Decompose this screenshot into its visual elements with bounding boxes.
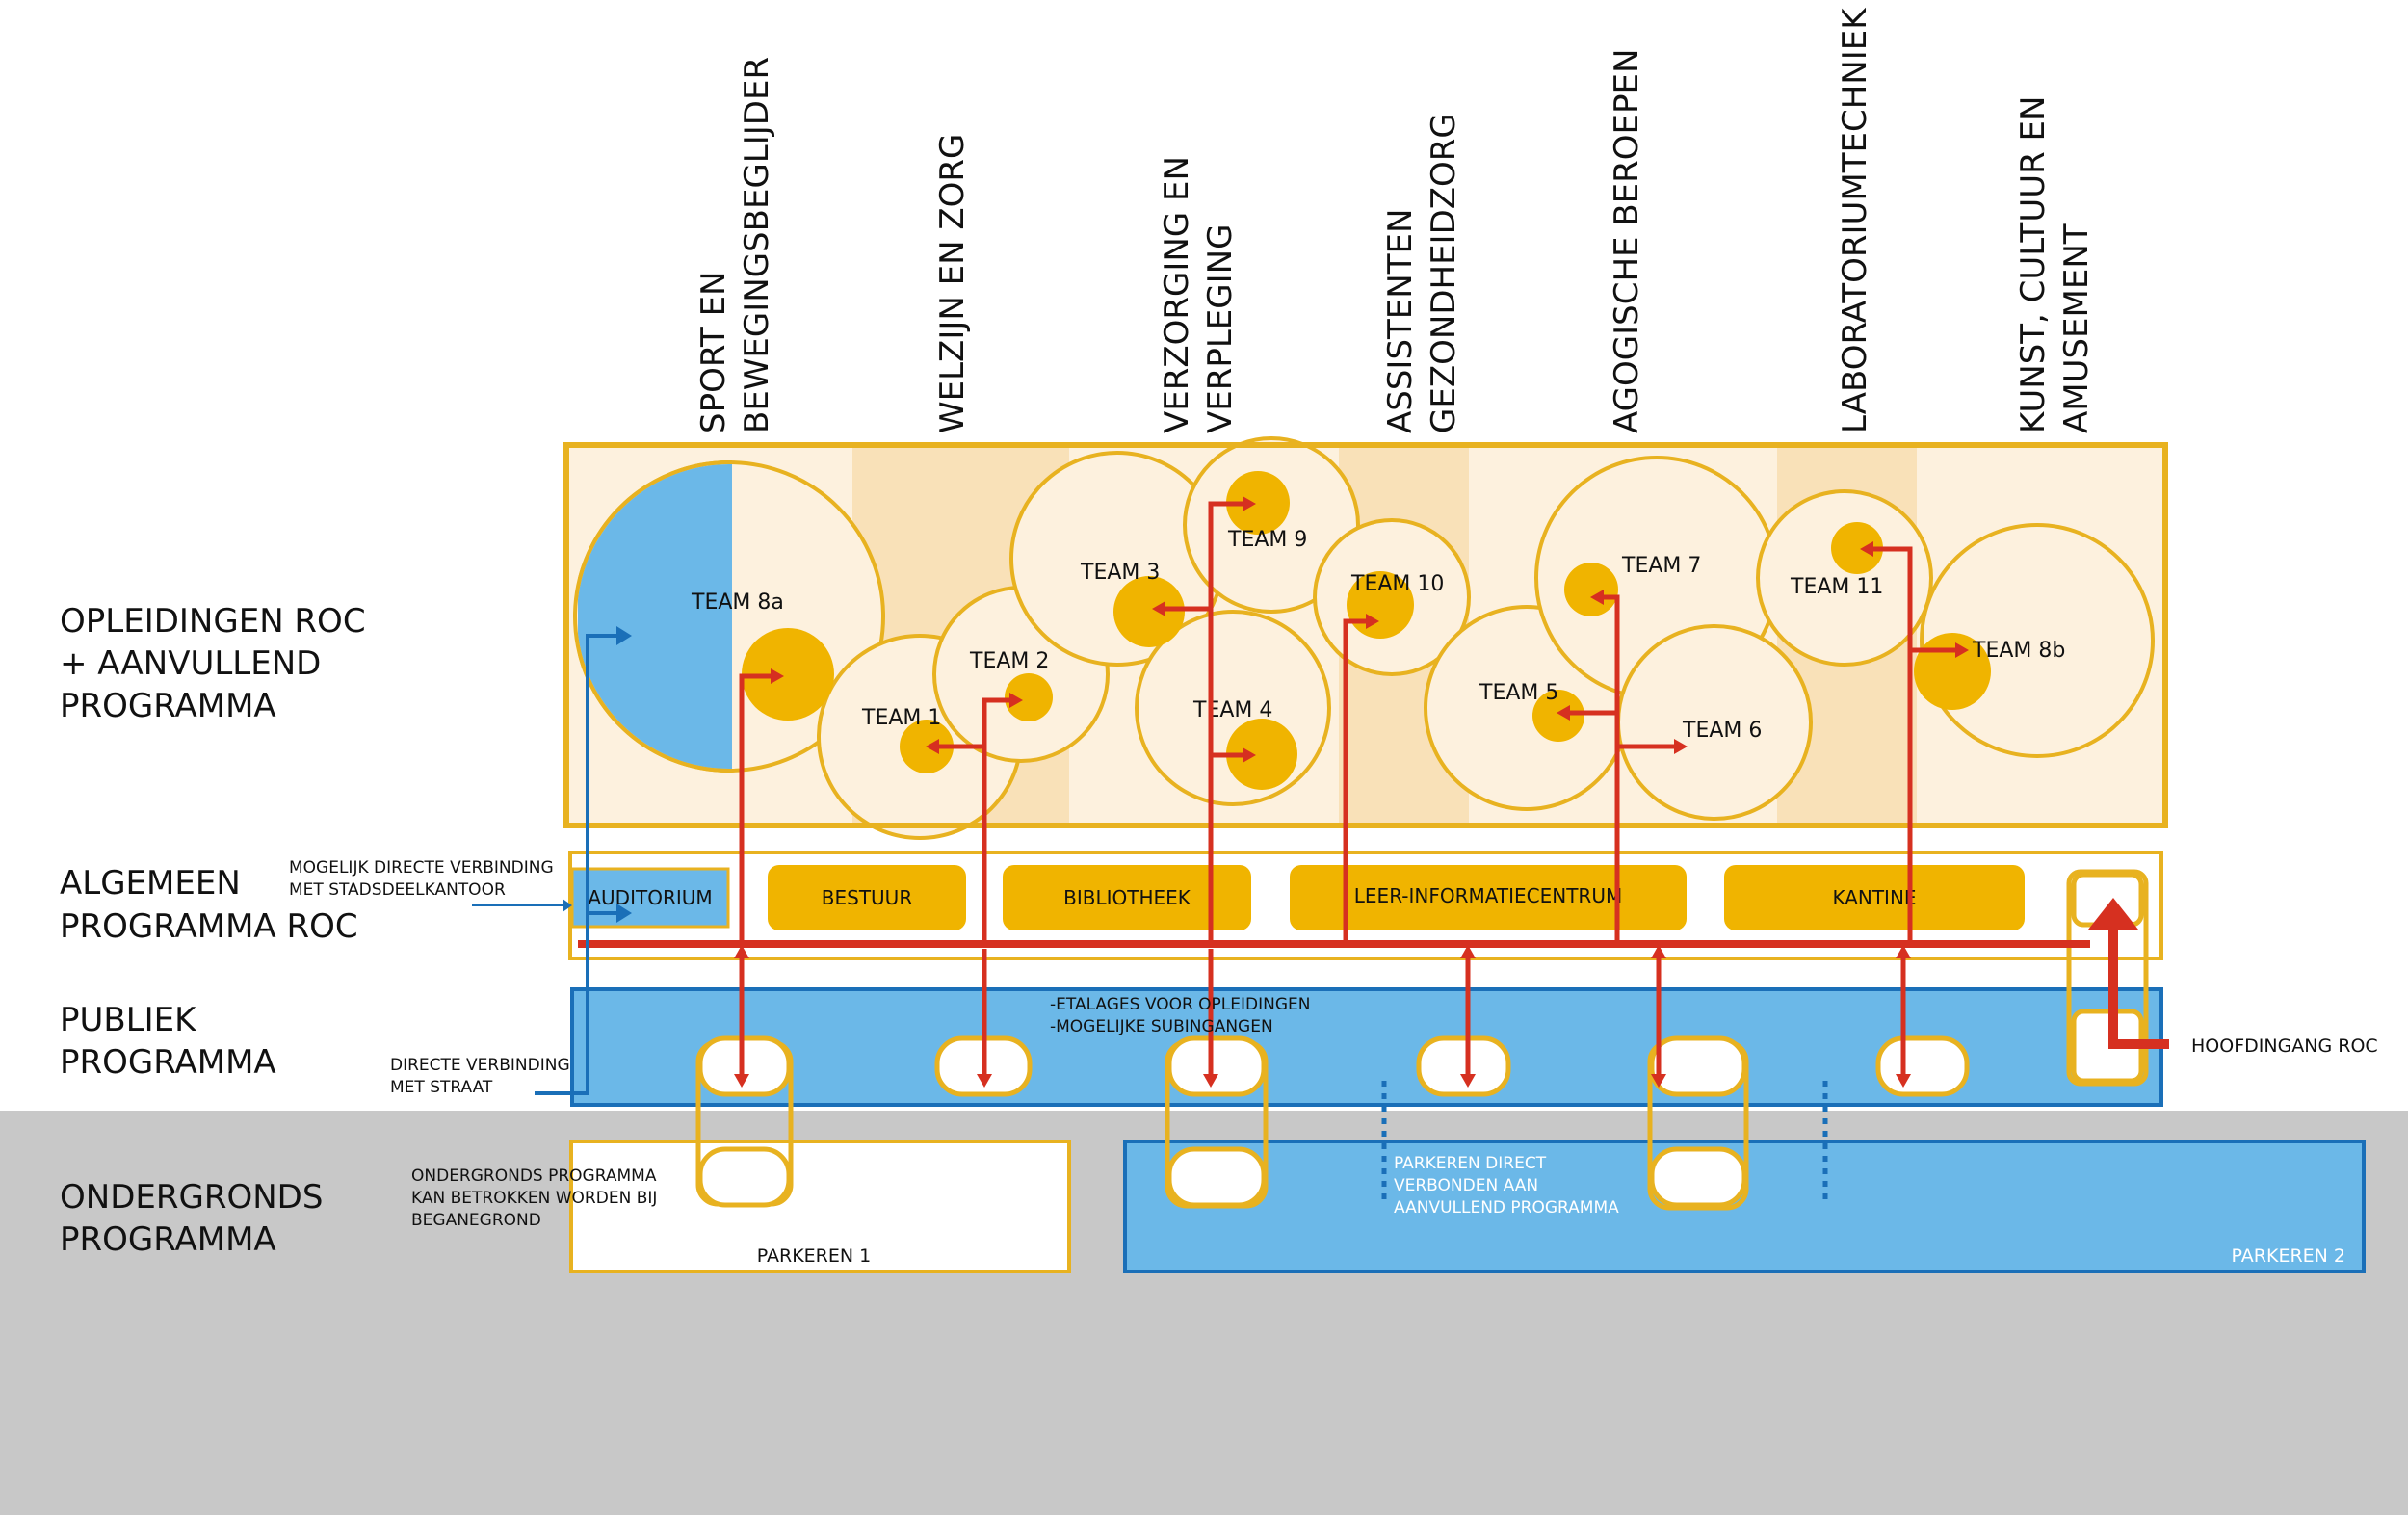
bestuur-label: BESTUUR	[822, 886, 913, 909]
team-labels: TEAM 8a TEAM 1 TEAM 2 TEAM 3 TEAM 4 TEAM…	[691, 528, 2065, 743]
dot-team-11	[1831, 522, 1883, 574]
team-label-5: TEAM 5	[1479, 681, 1558, 705]
pod-1-lower	[697, 1146, 792, 1208]
pod-5-lower	[1649, 1146, 1747, 1208]
team-label-3: TEAM 3	[1080, 561, 1160, 585]
row-label-opleidingen-2: + AANVULLEND	[60, 644, 321, 683]
kantine-box	[1724, 865, 2025, 930]
column-label-welzijn: WELZIJN EN ZORG	[933, 134, 972, 433]
column-label-sport-2: BEWEGINGSBEGLIJDER	[738, 57, 776, 433]
bubble-team-11	[1756, 489, 1933, 667]
team-label-2: TEAM 2	[969, 649, 1049, 673]
team-label-10: TEAM 10	[1350, 572, 1444, 596]
pod-4	[1416, 1035, 1511, 1097]
note-parkeren-direct-2: VERBONDEN AAN	[1394, 1176, 1538, 1195]
note-ondergronds-1: ONDERGRONDS PROGRAMMA	[411, 1166, 657, 1186]
row-label-opleidingen-3: PROGRAMMA	[60, 687, 276, 725]
row-label-opleidingen-1: OPLEIDINGEN ROC	[60, 602, 366, 641]
row-labels: OPLEIDINGEN ROC + AANVULLEND PROGRAMMA A…	[60, 602, 366, 1259]
parkeren-1-box	[569, 1140, 1071, 1273]
column-label-agogische: AGOGISCHE BEROEPEN	[1608, 49, 1646, 433]
team-label-4: TEAM 4	[1192, 698, 1272, 722]
dot-team-4	[1226, 719, 1297, 790]
note-ondergronds-3: BEGANEGROND	[411, 1211, 541, 1230]
pod-1	[697, 1035, 792, 1097]
blue-connections	[472, 634, 616, 1095]
dot-team-2	[1005, 673, 1053, 721]
note-stadsdeel-1: MOGELIJK DIRECTE VERBINDING	[289, 858, 554, 878]
column-label-kunst-2: AMUSEMENT	[2057, 223, 2096, 433]
row-label-publiek-1: PUBLIEK	[60, 1001, 197, 1039]
row-label-algemeen-1: ALGEMEEN	[60, 864, 241, 903]
leer-informatiecentrum-box	[1290, 865, 1687, 930]
row-label-ondergronds-1: ONDERGRONDS	[60, 1178, 323, 1217]
leer-informatiecentrum-label: LEER-INFORMATIECENTRUM	[1354, 884, 1622, 907]
parkeren-2-label: PARKEREN 2	[2232, 1245, 2345, 1267]
column-label-verzorging-2: VERPLEGING	[1201, 224, 1240, 433]
column-label-laboratorium: LABORATORIUMTECHNIEK	[1836, 7, 1874, 433]
dot-team-7	[1564, 563, 1618, 616]
parkeren-1-label: PARKEREN 1	[757, 1245, 871, 1267]
core-frame-4	[2066, 869, 2149, 1087]
team-label-11: TEAM 11	[1790, 575, 1883, 599]
note-parkeren-direct-3: AANVULLEND PROGRAMMA	[1394, 1198, 1619, 1218]
team-label-8b: TEAM 8b	[1972, 639, 2065, 663]
bubble-team-8a-blue-half	[578, 464, 732, 769]
bibliotheek-label: BIBLIOTHEEK	[1063, 886, 1191, 909]
note-ondergronds-2: KAN BETROKKEN WORDEN BIJ	[411, 1189, 657, 1208]
row-label-algemeen-2: PROGRAMMA ROC	[60, 907, 358, 946]
red-circulation	[578, 501, 2169, 1084]
pod-5	[1649, 1035, 1747, 1097]
hoofdingang-route	[2108, 920, 2169, 1049]
red-arrowheads	[734, 496, 2138, 1088]
team-dots	[742, 471, 1991, 790]
team-label-7: TEAM 7	[1621, 554, 1701, 578]
opleidingen-area: TEAM 8a TEAM 1 TEAM 2 TEAM 3 TEAM 4 TEAM…	[563, 436, 2168, 840]
dot-team-3	[1113, 576, 1185, 647]
team-label-9: TEAM 9	[1227, 528, 1307, 552]
dot-team-5	[1532, 690, 1584, 742]
row-label-ondergronds-2: PROGRAMMA	[60, 1220, 276, 1259]
annotations: MOGELIJK DIRECTE VERBINDING MET STADSDEE…	[289, 858, 2378, 1230]
straat-connection	[535, 634, 616, 1095]
note-etalages-2: -MOGELIJKE SUBINGANGEN	[1050, 1017, 1273, 1036]
hoofdingang-arrowhead	[2088, 898, 2138, 930]
dot-team-8a	[742, 628, 834, 721]
pod-3-lower	[1166, 1146, 1267, 1208]
auditorium-label: AUDITORIUM	[588, 886, 712, 909]
bestuur-box	[768, 865, 966, 930]
note-hoofdingang: HOOFDINGANG ROC	[2191, 1035, 2378, 1057]
note-etalages-1: -ETALAGES VOOR OPLEIDINGEN	[1050, 995, 1311, 1014]
column-label-sport-1: SPORT EN	[694, 272, 733, 434]
pod-3	[1166, 1035, 1267, 1097]
note-stadsdeel-2: MET STADSDEELKANTOOR	[289, 880, 506, 900]
bibliotheek-box	[1003, 865, 1251, 930]
blue-arrowheads	[563, 626, 632, 923]
column-label-assistenten-2: GEZONDHEIDZORG	[1425, 113, 1463, 433]
kantine-label: KANTINE	[1832, 886, 1916, 909]
column-label-kunst-1: KUNST, CULTUUR EN	[2014, 96, 2053, 433]
column-label-verzorging-1: VERZORGING EN	[1158, 156, 1196, 433]
dot-team-9	[1226, 471, 1290, 535]
note-straat-1: DIRECTE VERBINDING	[390, 1056, 570, 1075]
column-labels: SPORT EN BEWEGINGSBEGLIJDER WELZIJN EN Z…	[694, 7, 2096, 433]
team-label-1: TEAM 1	[861, 706, 941, 730]
team-label-6: TEAM 6	[1682, 719, 1762, 743]
note-straat-2: MET STRAAT	[390, 1078, 493, 1097]
team-label-8a: TEAM 8a	[691, 590, 784, 615]
column-label-assistenten-1: ASSISTENTEN	[1381, 209, 1420, 433]
note-parkeren-direct-1: PARKEREN DIRECT	[1394, 1154, 1547, 1173]
opleidingen-frame	[563, 442, 2168, 828]
pod-6	[1875, 1035, 1970, 1097]
row-label-publiek-2: PROGRAMMA	[60, 1043, 276, 1082]
auditorium-box	[570, 867, 730, 929]
